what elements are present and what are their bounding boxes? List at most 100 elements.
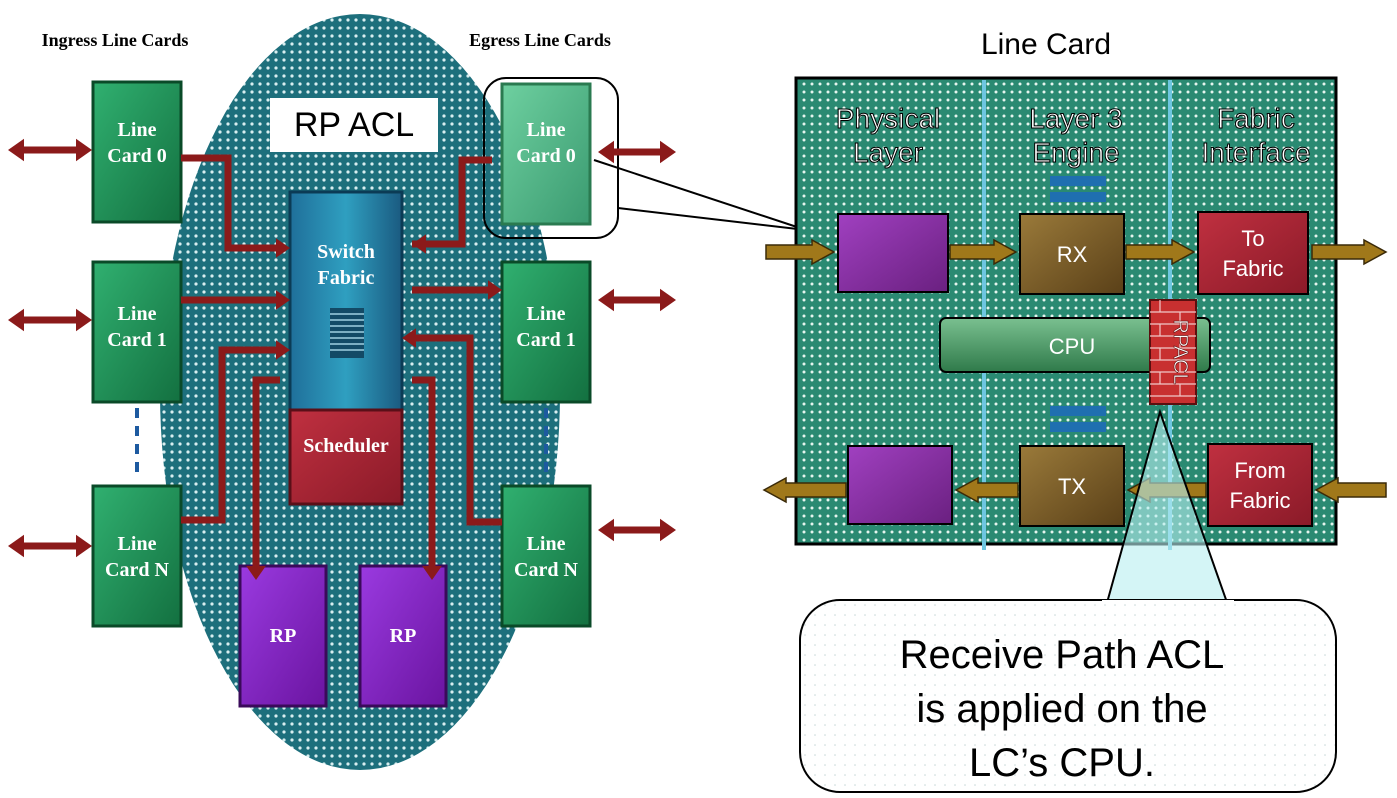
- ingress-ext-head-right-2: [76, 534, 92, 558]
- in0-to-fabric-head: [276, 238, 290, 258]
- to-fabric-line2: Fabric: [1222, 256, 1283, 281]
- tx-label: TX: [1058, 474, 1086, 499]
- from-fabric-box: [1207, 443, 1313, 527]
- egress-ext-head-right-1: [660, 288, 676, 312]
- egress-card-n-line1: Line: [527, 533, 566, 555]
- section-physical-line1: Physical: [836, 103, 940, 134]
- rp-acl-box: [270, 98, 438, 152]
- phy-rx-box: [837, 213, 949, 293]
- cpu-label: CPU: [1049, 334, 1095, 359]
- ingress-card-1-line1: Line: [118, 303, 157, 325]
- egress-card-1: Line Card 1: [500, 260, 592, 404]
- section-fabric-line2: Interface: [1202, 137, 1311, 168]
- callout-line2: is applied on the: [916, 687, 1207, 731]
- continuation-dashes: [135, 408, 548, 480]
- phy-tx-box: [847, 445, 953, 525]
- outN-to-fabric: [412, 334, 502, 526]
- in-to-phy-arrow: [765, 238, 836, 266]
- inN-to-fabric: [181, 346, 280, 524]
- scheduler-label: Scheduler: [303, 435, 389, 457]
- gold-arrows: [762, 238, 1388, 504]
- section-l3-line1: Layer 3: [1029, 103, 1122, 134]
- tx-box: [1019, 445, 1125, 527]
- ingress-card-n: Line Card N: [91, 484, 183, 628]
- phy-to-rx-arrow: [949, 238, 1018, 266]
- to-fabric-box: [1197, 211, 1309, 295]
- tofabric-out-arrow: [1311, 238, 1388, 266]
- from-fabric-line1: From: [1234, 458, 1285, 483]
- egress-header: Egress Line Cards: [469, 30, 611, 50]
- rp-acl-label: RP ACL: [294, 106, 414, 144]
- egress-ext-head-left-1: [598, 288, 614, 312]
- to-fabric-line1: To: [1241, 226, 1264, 251]
- zoom-connector: [593, 159, 807, 231]
- tx-to-phy-arrow: [954, 476, 1019, 504]
- fabric-to-rp1-head: [246, 566, 266, 580]
- red-arrowheads: [8, 138, 676, 580]
- in-to-fromfabric-arrow: [1314, 476, 1387, 504]
- rp-1-label: RP: [270, 625, 297, 647]
- egress-card-n-line2: Card N: [514, 559, 578, 581]
- egress-card-0: Line Card 0: [500, 82, 592, 226]
- ingress-card-0-line1: Line: [118, 119, 157, 141]
- rp-box-1: RP: [238, 564, 328, 708]
- memory-bars: [1050, 176, 1106, 432]
- egress-card-0-line1: Line: [527, 119, 566, 141]
- cpu-box: [939, 317, 1211, 373]
- rx-label: RX: [1057, 242, 1088, 267]
- inN-to-fabric-head: [276, 340, 290, 360]
- ingress-header: Ingress Line Cards: [42, 30, 189, 50]
- ingress-card-1: Line Card 1: [91, 260, 183, 404]
- egress-card-0-line2: Card 0: [516, 145, 575, 167]
- ingress-ext-head-left-1: [8, 308, 24, 332]
- switch-fabric-line1: Switch: [317, 241, 375, 263]
- ingress-card-0-line2: Card 0: [107, 145, 166, 167]
- callout: Receive Path ACL is applied on the LC’s …: [799, 408, 1337, 793]
- ingress-card-n-line2: Card N: [105, 559, 169, 581]
- ingress-ext-head-right-0: [76, 138, 92, 162]
- egress-card-1-line1: Line: [527, 303, 566, 325]
- rx-to-tofabric-arrow: [1125, 238, 1196, 266]
- section-physical-line2: Layer: [853, 137, 923, 168]
- switch-fabric-line2: Fabric: [318, 267, 375, 289]
- rpacl-firewall-icon: [1149, 299, 1197, 405]
- egress-ext-head-left-2: [598, 518, 614, 542]
- switch-fabric: [288, 190, 404, 412]
- fabric-to-rp1: [252, 376, 280, 570]
- outN-to-fabric-head: [402, 328, 416, 348]
- rx-box: [1019, 213, 1125, 295]
- rpacl-label: RPACL: [1169, 319, 1191, 384]
- ingress-card-n-line1: Line: [118, 533, 157, 555]
- egress-card-1-line2: Card 1: [516, 329, 575, 351]
- ingress-ext-head-left-2: [8, 534, 24, 558]
- line-card-header: Line Card: [981, 28, 1111, 61]
- rp-2-label: RP: [390, 625, 417, 647]
- egress-ext-head-left-0: [598, 140, 614, 164]
- fabric-to-out0: [412, 156, 492, 248]
- egress-ext-head-right-0: [660, 140, 676, 164]
- egress-card-n: Line Card N: [500, 484, 592, 628]
- red-arrows: [18, 146, 664, 570]
- section-l3-line2: Engine: [1032, 137, 1119, 168]
- crossbar-icon: [330, 308, 364, 358]
- in0-to-fabric: [181, 154, 280, 252]
- fabric-to-out1-head: [488, 280, 502, 300]
- ingress-card-1-line2: Card 1: [107, 329, 166, 351]
- scheduler: [288, 408, 404, 506]
- fabric-to-rp2-head: [422, 566, 442, 580]
- section-headers: Physical Layer Layer 3 Engine Fabric Int…: [835, 103, 1311, 169]
- phy-out-arrow: [762, 476, 847, 504]
- fabric-to-out0-head-left: [412, 234, 426, 254]
- from-fabric-line2: Fabric: [1229, 488, 1290, 513]
- ingress-ext-head-right-1: [76, 308, 92, 332]
- rp-box-2: RP: [358, 564, 448, 708]
- fabric-to-rp2: [412, 376, 436, 570]
- in1-to-fabric-head: [276, 290, 290, 310]
- ingress-card-0: Line Card 0: [91, 80, 183, 224]
- egress-ext-head-right-2: [660, 518, 676, 542]
- callout-line1: Receive Path ACL: [900, 633, 1225, 677]
- ingress-ext-head-left-0: [8, 138, 24, 162]
- callout-line3: LC’s CPU.: [969, 741, 1155, 785]
- section-fabric-line1: Fabric: [1217, 103, 1295, 134]
